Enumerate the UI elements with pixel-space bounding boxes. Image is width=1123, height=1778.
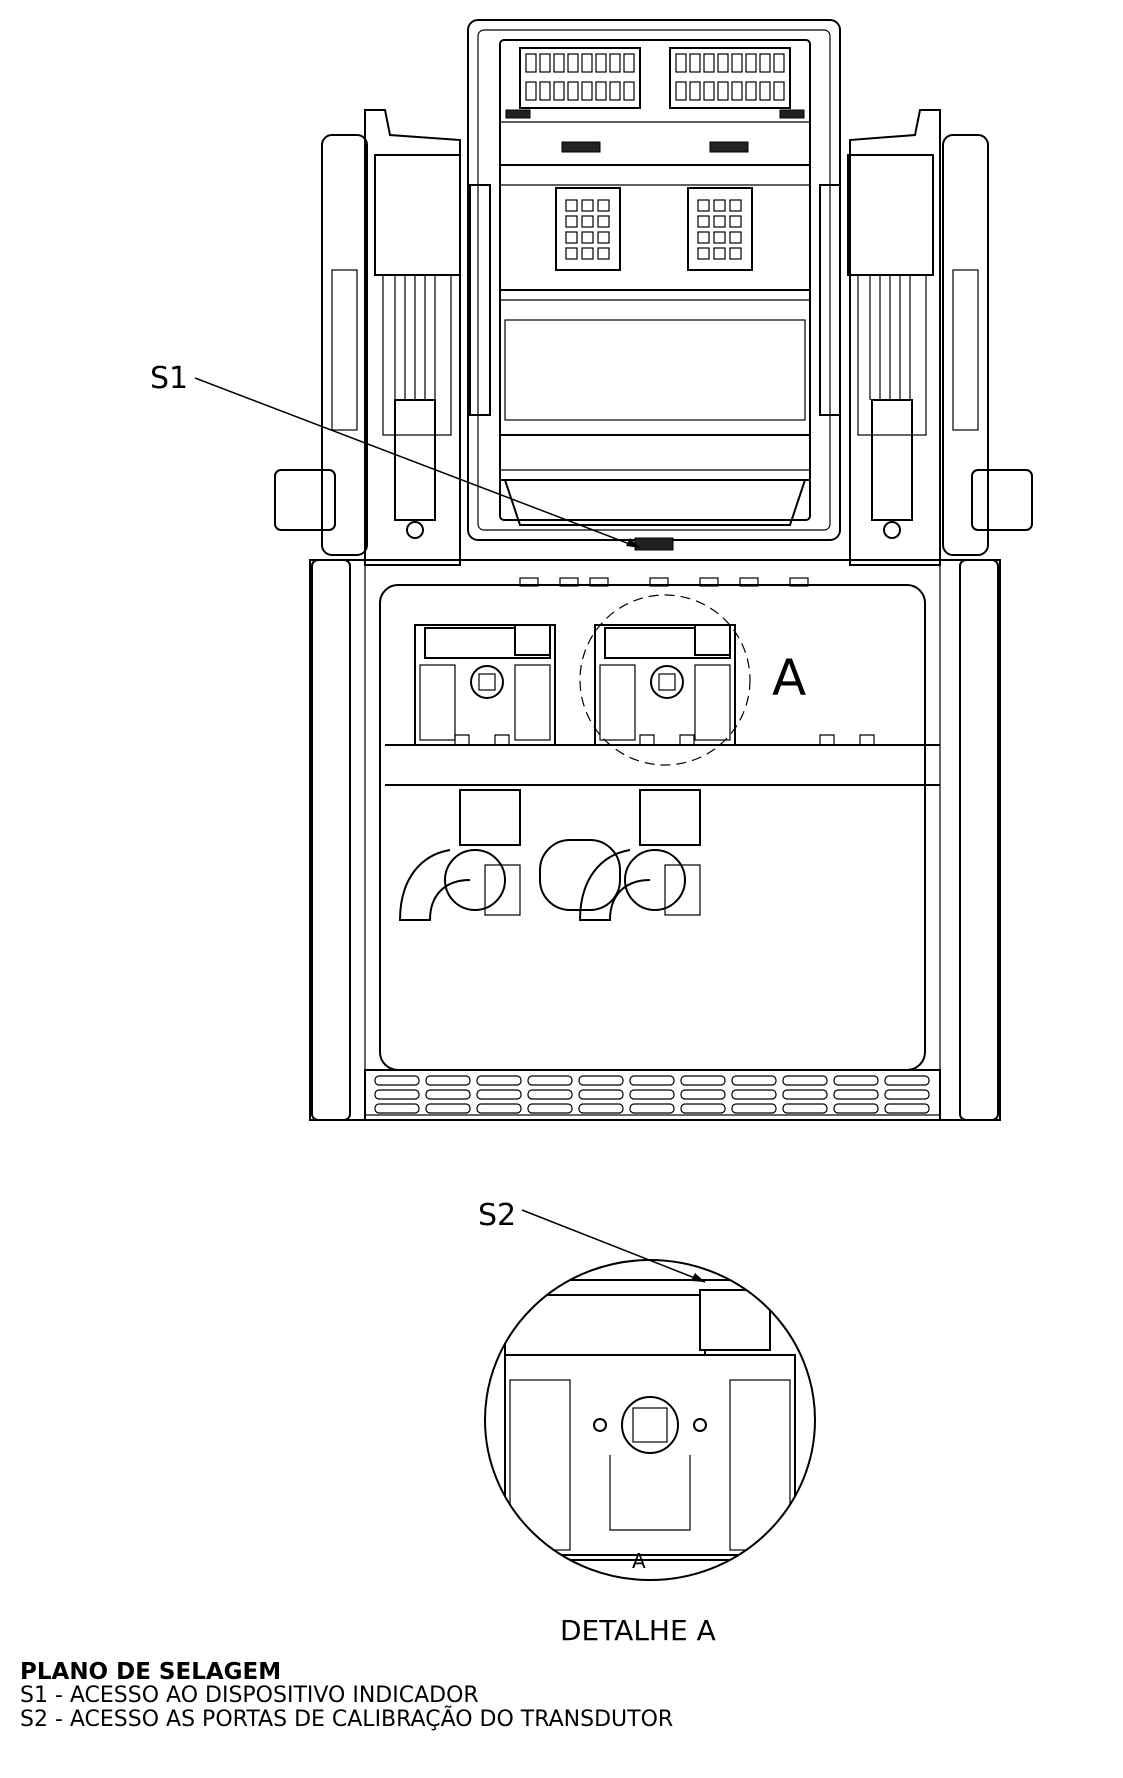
s1-callout: S1 [150,361,641,549]
sealing-plan-legend: PLANO DE SELAGEM S1 - ACESSO AO DISPOSIT… [20,1660,1100,1732]
detail-a-title: DETALHE A [560,1614,716,1647]
right-nozzle-holster [847,109,1033,566]
meter-left [414,624,556,746]
legend-item-s1: S1 - ACESSO AO DISPOSITIVO INDICADOR [20,1683,479,1708]
meter-right [594,624,736,746]
valve-assembly-left [398,789,521,921]
s1-label: S1 [150,361,188,396]
valve-assembly-right [539,789,701,921]
s2-callout: S2 [478,1198,706,1283]
keypad-connector-right [687,187,753,271]
keypad-connector-left [555,187,621,271]
legend-title: PLANO DE SELAGEM [20,1659,282,1685]
price-display-left [519,47,641,109]
detail-a-callout-circle [579,594,751,766]
left-nozzle-holster [274,109,461,566]
legend-item-s2: S2 - ACESSO AS PORTAS DE CALIBRAÇÃO DO T… [20,1707,674,1732]
display-head [467,19,841,551]
base-grille [364,1069,941,1121]
s2-label: S2 [478,1198,516,1233]
detail-a-marker: A [772,649,806,707]
detail-small-a: A [632,1549,646,1573]
dispenser-front-view [274,19,1033,1121]
detail-a-view: A [484,1259,816,1581]
price-display-right [669,47,791,109]
